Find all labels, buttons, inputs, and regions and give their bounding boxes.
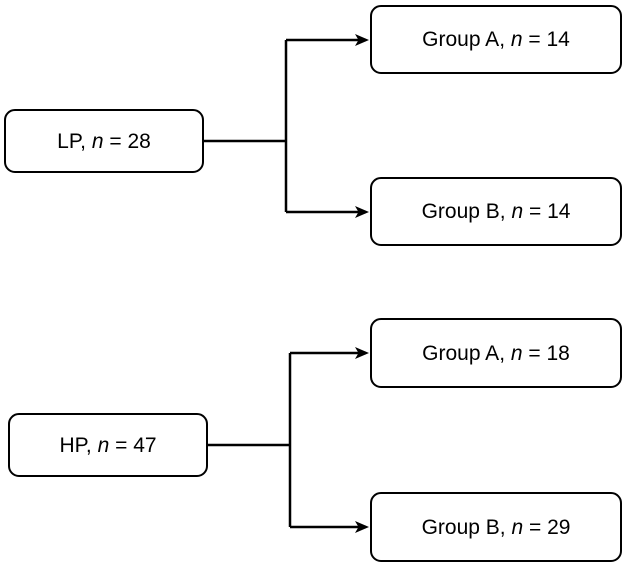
node-hp-group-b: Group B, n = 29 xyxy=(370,492,622,562)
label-n-variable: n xyxy=(511,200,524,223)
lp-trunk-line xyxy=(204,40,288,212)
label-value: = 47 xyxy=(109,433,157,457)
label-prefix: Group B, xyxy=(421,515,512,539)
node-lp-group-a-label: Group A, n = 14 xyxy=(422,29,570,50)
label-n-variable: n xyxy=(97,433,110,457)
label-prefix: Group A, xyxy=(422,341,511,365)
label-n-variable: n xyxy=(91,129,104,153)
label-prefix: LP, xyxy=(57,129,92,153)
node-hp-root-label: HP, n = 47 xyxy=(59,435,156,456)
label-prefix: Group B, xyxy=(421,200,512,223)
node-lp-group-b: Group B, n = 14 xyxy=(370,177,622,246)
node-hp-root: HP, n = 47 xyxy=(8,413,208,477)
label-prefix: Group A, xyxy=(422,28,511,51)
label-n-variable: n xyxy=(510,341,523,365)
label-value: = 28 xyxy=(103,129,151,153)
node-hp-group-a-label: Group A, n = 18 xyxy=(422,343,570,364)
label-value: = 14 xyxy=(523,200,571,223)
node-hp-group-a: Group A, n = 18 xyxy=(370,318,622,388)
label-value: = 29 xyxy=(523,515,571,539)
label-n-variable: n xyxy=(511,515,524,539)
node-hp-group-b-label: Group B, n = 29 xyxy=(422,517,571,538)
label-value: = 18 xyxy=(522,341,570,365)
label-prefix: HP, xyxy=(59,433,98,457)
node-lp-group-a: Group A, n = 14 xyxy=(370,5,622,74)
label-value: = 14 xyxy=(522,28,570,51)
node-lp-root: LP, n = 28 xyxy=(4,109,204,173)
node-lp-group-b-label: Group B, n = 14 xyxy=(422,201,571,222)
label-n-variable: n xyxy=(510,28,523,51)
hp-trunk-line xyxy=(208,353,292,527)
node-lp-root-label: LP, n = 28 xyxy=(57,131,151,152)
